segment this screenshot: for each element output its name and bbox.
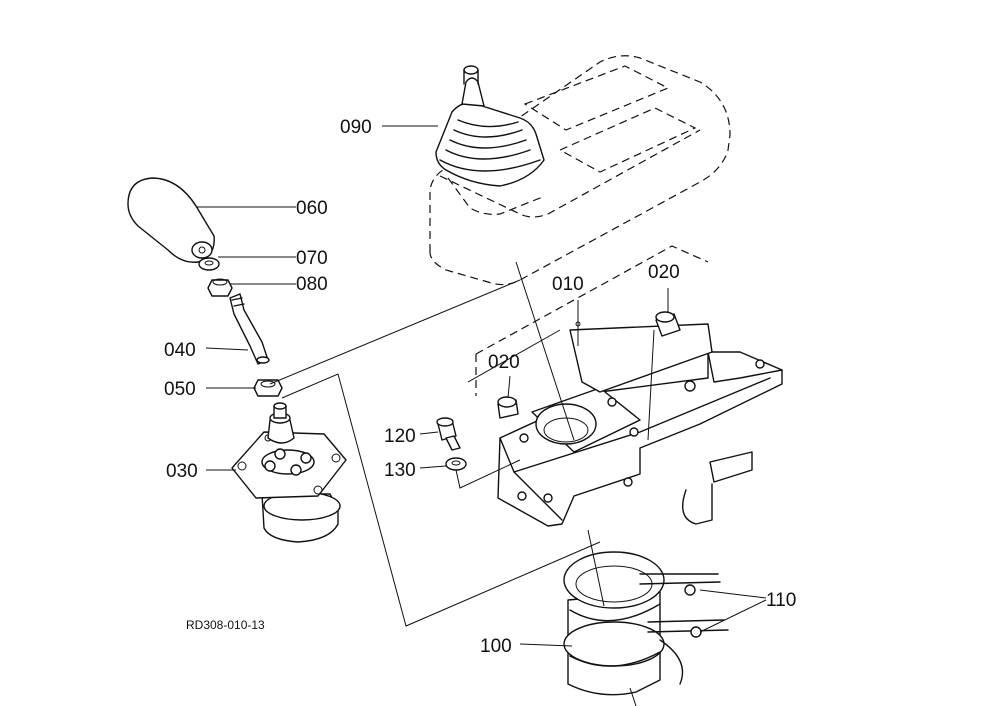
shift-lever — [229, 293, 270, 365]
drawing-code: RD308-010-13 — [186, 618, 265, 632]
bracket — [497, 321, 783, 527]
shift-knob — [127, 177, 215, 263]
control-valve — [231, 402, 347, 543]
callout-020-front: 020 — [488, 352, 520, 373]
lock-nut — [253, 379, 283, 397]
callout-070: 070 — [296, 248, 328, 269]
callout-080: 080 — [296, 274, 328, 295]
callout-090: 090 — [340, 117, 372, 138]
callout-040: 040 — [164, 340, 196, 361]
callout-130: 130 — [384, 460, 416, 481]
nut — [207, 278, 233, 297]
callout-020-rear: 020 — [648, 262, 680, 283]
washer-small — [445, 457, 467, 471]
callout-120: 120 — [384, 426, 416, 447]
callout-110: 110 — [766, 590, 796, 611]
callout-010: 010 — [552, 274, 584, 295]
spacer-rear — [655, 311, 681, 337]
u-bolt — [639, 573, 729, 685]
spacer-front — [497, 396, 519, 419]
callout-100: 100 — [480, 636, 512, 657]
callout-050: 050 — [164, 379, 196, 400]
washer — [198, 257, 220, 271]
bolt — [436, 417, 461, 451]
boot — [435, 65, 545, 187]
clamp — [563, 551, 665, 696]
callout-030: 030 — [166, 461, 198, 482]
assembly-lines — [269, 245, 709, 706]
leader-lines — [196, 125, 767, 647]
callout-060: 060 — [296, 198, 328, 219]
